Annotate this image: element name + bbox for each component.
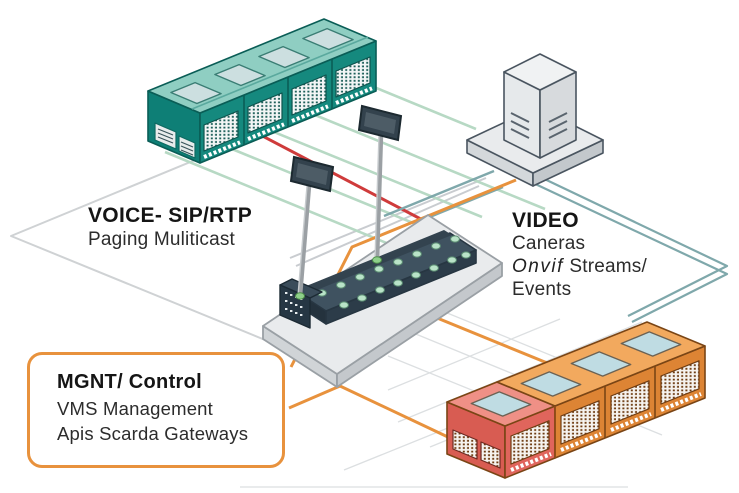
panel-ports <box>317 235 471 309</box>
video-links <box>383 169 504 223</box>
onvif-brand: Onvif <box>512 256 564 277</box>
neutral-links <box>289 177 487 267</box>
voice-label: VOICE- SIP/RTP Paging Muliticast <box>88 204 252 252</box>
alert-link <box>252 129 437 229</box>
voice-network-plane <box>10 138 337 370</box>
camera-right <box>357 104 403 264</box>
video-line1: Caneras <box>512 233 586 254</box>
video-line3: Events <box>512 279 572 300</box>
camera-left <box>289 155 335 300</box>
server-node <box>466 53 604 187</box>
voice-switch-stack <box>147 18 377 164</box>
mgnt-title: MGNT/ Control <box>57 371 202 393</box>
video-label: VIDEO Caneras Onvif Streams/ Events <box>512 209 647 301</box>
voice-subtitle: Paging Muliticast <box>88 229 236 250</box>
mgnt-line2: Apis Scarda Gateways <box>57 423 249 444</box>
voice-title: VOICE- SIP/RTP <box>88 204 253 227</box>
mgnt-line1: VMS Management <box>57 398 214 419</box>
video-switch-stack <box>446 321 706 479</box>
video-network-plane <box>530 174 729 323</box>
video-title: VIDEO <box>512 209 579 232</box>
mgnt-box: MGNT/ Control VMS Management Apis Scarda… <box>27 352 285 468</box>
video-line2: Onvif Streams/ <box>512 255 647 278</box>
video-line2-rest: Streams/ <box>569 256 647 277</box>
